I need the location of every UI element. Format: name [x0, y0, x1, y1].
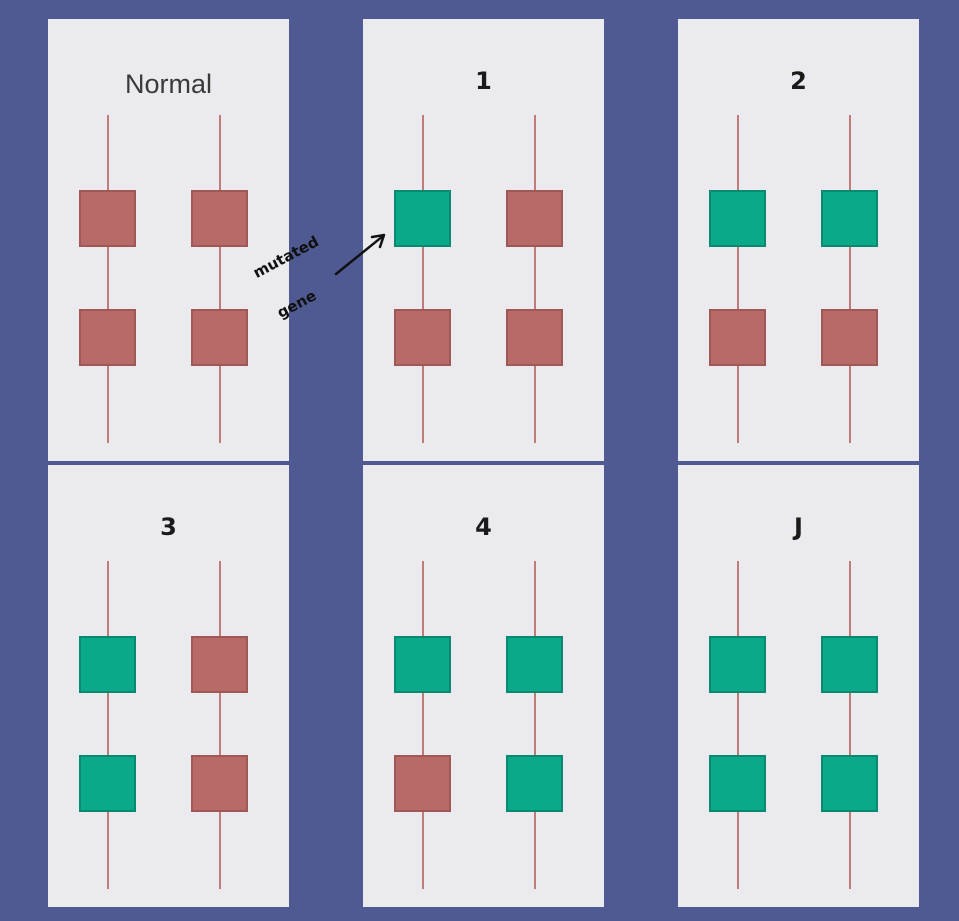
- mutated-gene-annotation: mutated gene: [246, 226, 396, 336]
- mutated-gene: [394, 190, 451, 247]
- mutated-gene: [79, 636, 136, 693]
- chromosome-strand: [737, 561, 739, 889]
- chromosome-strand: [422, 561, 424, 889]
- normal-gene: [394, 309, 451, 366]
- chromosome-strand: [737, 115, 739, 443]
- normal-gene: [79, 190, 136, 247]
- chromosome-strand: [534, 115, 536, 443]
- mutated-gene: [821, 190, 878, 247]
- mutated-gene: [709, 755, 766, 812]
- normal-gene: [191, 636, 248, 693]
- panel-1: 1: [363, 19, 604, 461]
- panel-3: 3: [48, 465, 289, 907]
- chromosome-strand: [534, 561, 536, 889]
- panel-label: 1: [475, 67, 492, 95]
- chromosome-strand: [422, 115, 424, 443]
- chromosome-strand: [219, 561, 221, 889]
- chromosome-strand: [219, 115, 221, 443]
- panel-label: Normal: [124, 69, 212, 99]
- normal-gene: [394, 755, 451, 812]
- panel-label: 3: [160, 513, 177, 541]
- mutated-gene: [506, 755, 563, 812]
- panel-normal: Normal: [48, 19, 289, 461]
- panel-2: 2: [678, 19, 919, 461]
- normal-gene: [191, 190, 248, 247]
- mutated-gene: [394, 636, 451, 693]
- mutated-gene: [79, 755, 136, 812]
- normal-gene: [821, 309, 878, 366]
- panel-label: J: [794, 513, 803, 541]
- panel-label: 2: [790, 67, 807, 95]
- chromosome-strand: [849, 561, 851, 889]
- normal-gene: [79, 309, 136, 366]
- mutated-gene: [506, 636, 563, 693]
- chromosome-strand: [107, 561, 109, 889]
- normal-gene: [709, 309, 766, 366]
- chromosome-strand: [107, 115, 109, 443]
- annotation-arrow-icon: [334, 233, 386, 276]
- mutated-gene: [821, 636, 878, 693]
- panel-5: J: [678, 465, 919, 907]
- chromosome-strand: [849, 115, 851, 443]
- normal-gene: [191, 755, 248, 812]
- normal-gene: [191, 309, 248, 366]
- normal-gene: [506, 190, 563, 247]
- panel-4: 4: [363, 465, 604, 907]
- panel-label: 4: [475, 513, 492, 541]
- mutated-gene: [821, 755, 878, 812]
- mutated-gene: [709, 636, 766, 693]
- normal-gene: [506, 309, 563, 366]
- mutated-gene: [709, 190, 766, 247]
